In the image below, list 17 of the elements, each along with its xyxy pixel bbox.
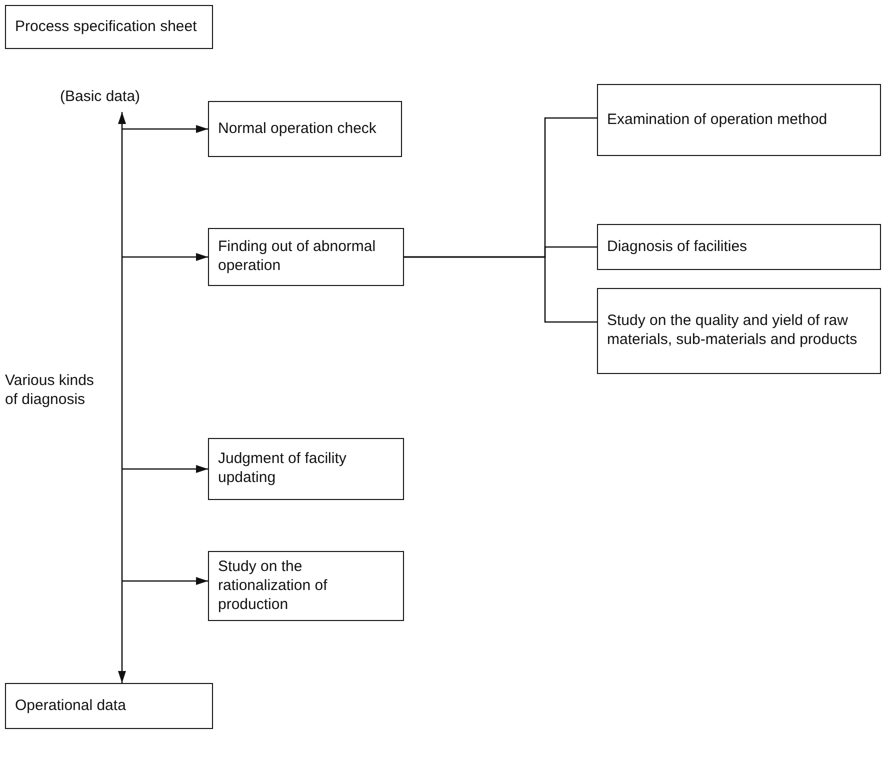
process-box: Study on the rationalization of production bbox=[208, 551, 404, 622]
arrow bbox=[122, 125, 208, 133]
process-box: Diagnosis of facilities bbox=[597, 224, 881, 270]
arrow bbox=[122, 253, 208, 261]
label-text: Various kinds of diagnosis bbox=[5, 372, 95, 410]
connector-line bbox=[404, 256, 597, 323]
process-box: Normal operation check bbox=[208, 101, 402, 157]
process-box: Judgment of facility updating bbox=[208, 438, 404, 500]
arrow bbox=[118, 112, 126, 683]
process-box: Study on the quality and yield of raw materials, sub-materials and products bbox=[597, 288, 881, 374]
process-box: Examination of operation method bbox=[597, 84, 881, 156]
arrow bbox=[122, 465, 208, 473]
process-box: Process specification sheet bbox=[5, 5, 213, 49]
arrow bbox=[122, 577, 208, 585]
label-text: (Basic data) bbox=[60, 88, 142, 107]
process-box: Operational data bbox=[5, 683, 213, 729]
process-box: Finding out of abnormal operation bbox=[208, 228, 404, 286]
